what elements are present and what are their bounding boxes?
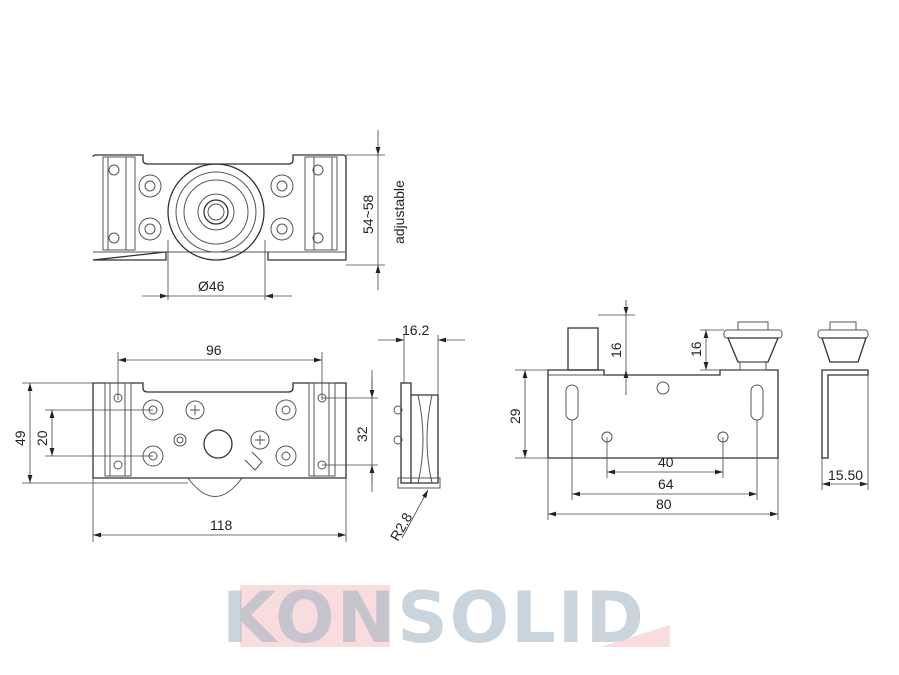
dim-inner-holes: 40 <box>658 454 674 470</box>
dim-profile-width: 15.50 <box>828 467 863 483</box>
dim-side-width: 16.2 <box>402 322 429 338</box>
dim-height: 49 <box>12 430 28 446</box>
dim-height-range: 54~58 <box>360 194 376 234</box>
dim-adjustable-note: adjustable <box>391 180 407 244</box>
dim-hole-pitch: 20 <box>34 430 50 446</box>
dim-hole-span: 96 <box>206 342 222 358</box>
watermark-text: KONSOLID <box>222 577 646 659</box>
dim-width: 118 <box>210 517 233 533</box>
dim-groove-radius: R2.8 <box>387 510 416 544</box>
profile-view: 15.50 <box>817 321 869 490</box>
dim-wheel-height: 16 <box>688 341 704 357</box>
dim-bracket-length: 80 <box>656 496 672 512</box>
side-view: 16.2 R2.8 <box>378 322 465 544</box>
dim-bracket-height: 29 <box>507 408 523 424</box>
top-view: 54~58 adjustable Ø46 <box>92 130 407 300</box>
dim-post-height: 16 <box>608 342 624 358</box>
front-view: 96 49 20 32 118 <box>12 342 378 542</box>
bracket-view: 16 29 40 64 80 <box>507 300 779 520</box>
wheel-view: 16 <box>688 321 783 371</box>
watermark: KONSOLID <box>222 577 670 659</box>
dim-wheel-diameter: Ø46 <box>198 278 225 294</box>
dim-bracket-height: 32 <box>354 426 370 442</box>
dim-outer-holes: 64 <box>658 476 674 492</box>
